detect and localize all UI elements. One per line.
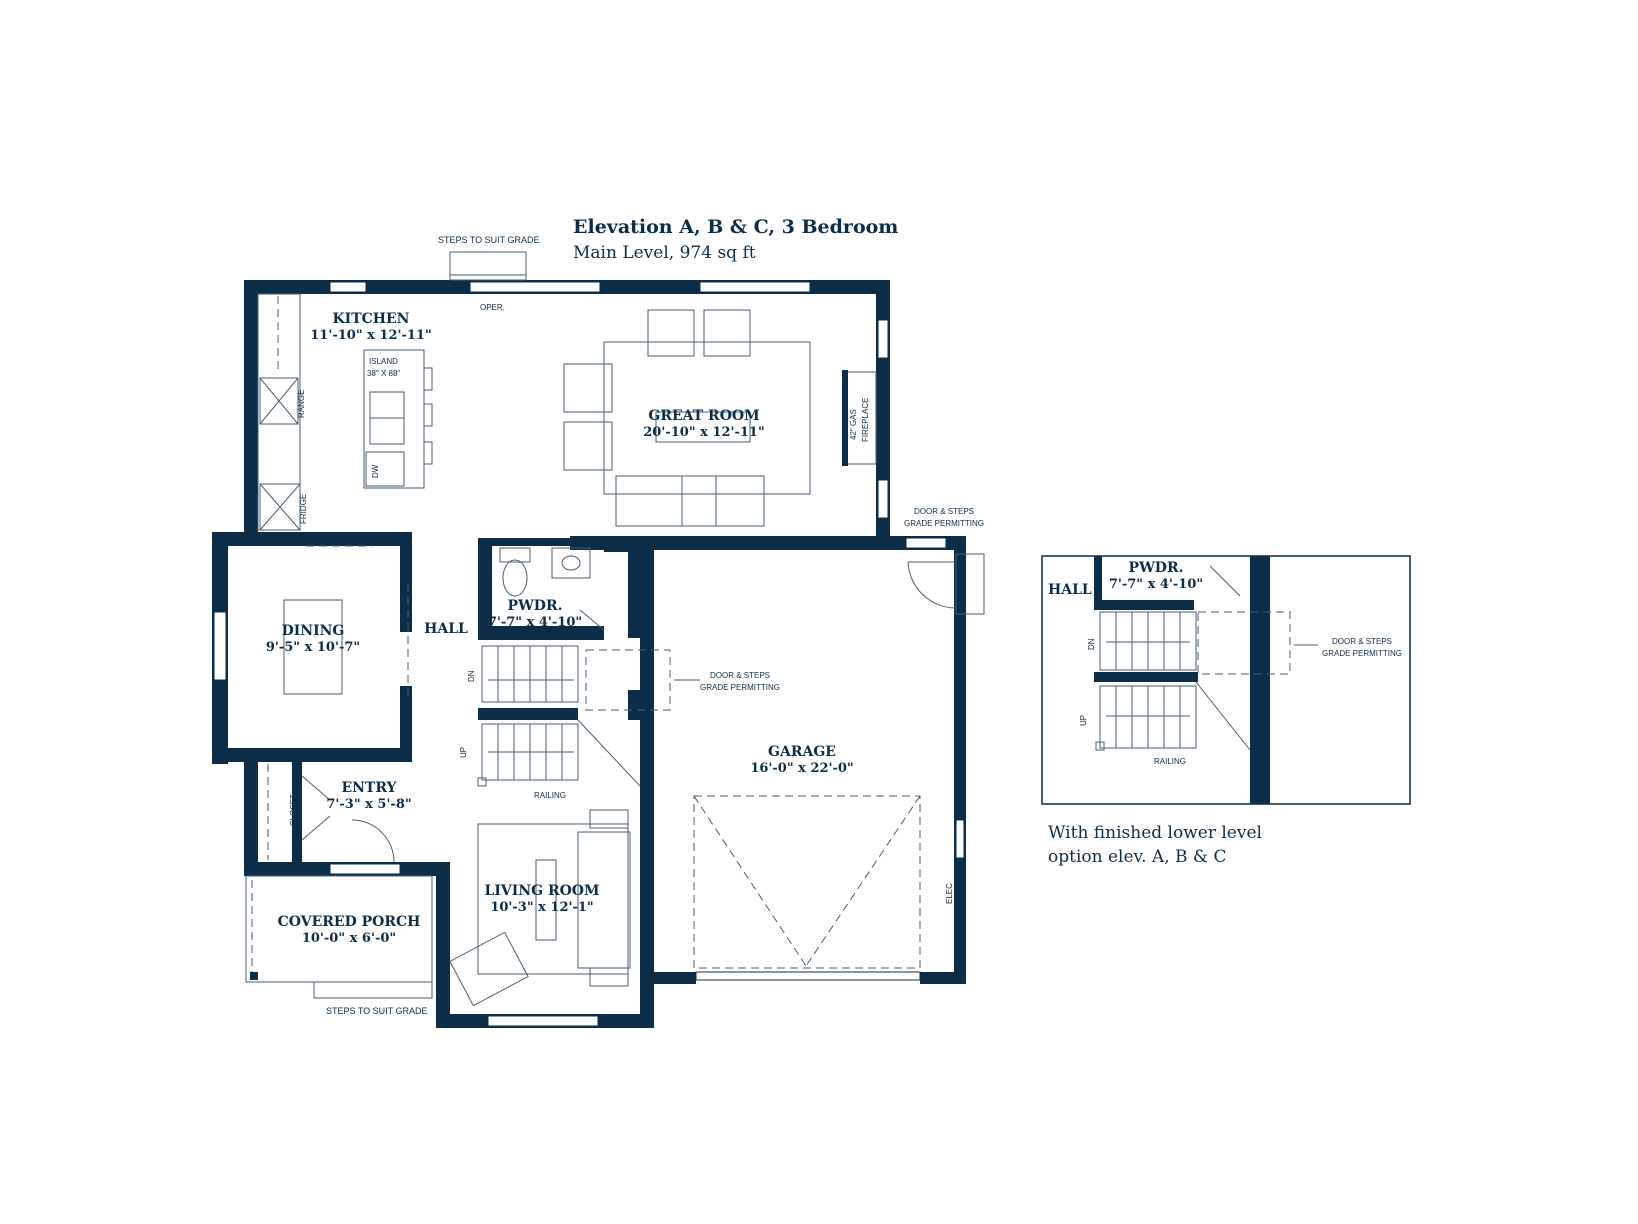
lower-level-inset (1041, 555, 1411, 805)
island-label: ISLAND (369, 357, 398, 366)
living-furniture (449, 809, 631, 1007)
dw-label: DW (371, 464, 380, 478)
inset-dn-label: DN (1087, 638, 1096, 650)
door-steps-mid (585, 649, 700, 711)
railing-label: RAILING (534, 791, 566, 800)
door-steps-top-line-2: GRADE PERMITTING (904, 519, 984, 528)
great-room-dims: 20'-10" x 12'-11" (643, 425, 764, 440)
living-room-dims: 10'-3" x 12'-1" (490, 900, 593, 915)
stairs-up-label: UP (459, 747, 468, 758)
entry-closet (267, 764, 395, 863)
steps-top-label: STEPS TO SUIT GRADE (438, 235, 540, 245)
closet-label: CLOSET (289, 794, 298, 826)
great-room-furniture (563, 309, 877, 527)
oper-label: OPER. (480, 303, 505, 312)
door-steps-top-line-1: DOOR & STEPS (914, 507, 974, 516)
elec-label: ELEC (945, 883, 954, 904)
great-room-label: GREAT ROOM (648, 408, 759, 424)
inset-up-label: UP (1079, 715, 1088, 726)
stairs-dn-label: DN (467, 670, 476, 682)
porch-dims: 10'-0" x 6'-0" (302, 931, 396, 946)
range-label: RANGE (297, 390, 306, 418)
steps-top (449, 251, 527, 281)
dining-dims: 9'-5" x 10'-7" (266, 640, 360, 655)
porch-label: COVERED PORCH (278, 914, 421, 930)
windows (213, 281, 965, 1027)
inset-hall-label: HALL (1048, 582, 1092, 598)
inset-door-steps-line-2: GRADE PERMITTING (1322, 649, 1402, 658)
fireplace-line-2: FIREPLACE (861, 398, 870, 442)
inset-railing-label: RAILING (1154, 757, 1186, 766)
kitchen-counters (257, 293, 301, 531)
door-steps-top (907, 553, 985, 615)
dining-label: DINING (282, 623, 345, 639)
dining-furniture (283, 545, 409, 700)
powder-fixtures (499, 547, 605, 631)
island-size: 38" X 88" (367, 369, 400, 378)
inset-pwdr-label: PWDR. (1129, 560, 1184, 576)
garage-door (693, 795, 921, 969)
pwdr-dims: 7'-7" x 4'-10" (488, 615, 582, 630)
fridge-label: FRIDGE (299, 494, 308, 524)
door-steps-mid-line-2: GRADE PERMITTING (700, 683, 780, 692)
stairs (477, 645, 641, 787)
pwdr-label: PWDR. (508, 598, 563, 614)
kitchen-label: KITCHEN (333, 311, 410, 327)
kitchen-dims: 11'-10" x 12'-11" (310, 328, 431, 343)
living-room-label: LIVING ROOM (485, 883, 600, 899)
entry-label: ENTRY (341, 780, 397, 796)
inset-caption-line-2: option elev. A, B & C (1048, 847, 1226, 867)
kitchen-island (363, 349, 433, 489)
fireplace-line-1: 42" GAS (849, 409, 858, 440)
garage-dims: 16'-0" x 22'-0" (750, 761, 853, 776)
plan-title: Elevation A, B & C, 3 Bedroom (573, 216, 898, 238)
inset-pwdr-dims: 7'-7" x 4'-10" (1109, 577, 1203, 592)
covered-porch (245, 875, 433, 999)
inset-caption-line-1: With finished lower level (1048, 823, 1262, 843)
entry-dims: 7'-3" x 5'-8" (326, 797, 411, 812)
plan-subtitle: Main Level, 974 sq ft (573, 243, 756, 263)
steps-bottom-label: STEPS TO SUIT GRADE (326, 1006, 428, 1016)
door-steps-mid-line-1: DOOR & STEPS (710, 671, 770, 680)
garage-label: GARAGE (768, 744, 836, 760)
inset-door-steps-line-1: DOOR & STEPS (1332, 637, 1392, 646)
hall-label: HALL (424, 621, 468, 637)
